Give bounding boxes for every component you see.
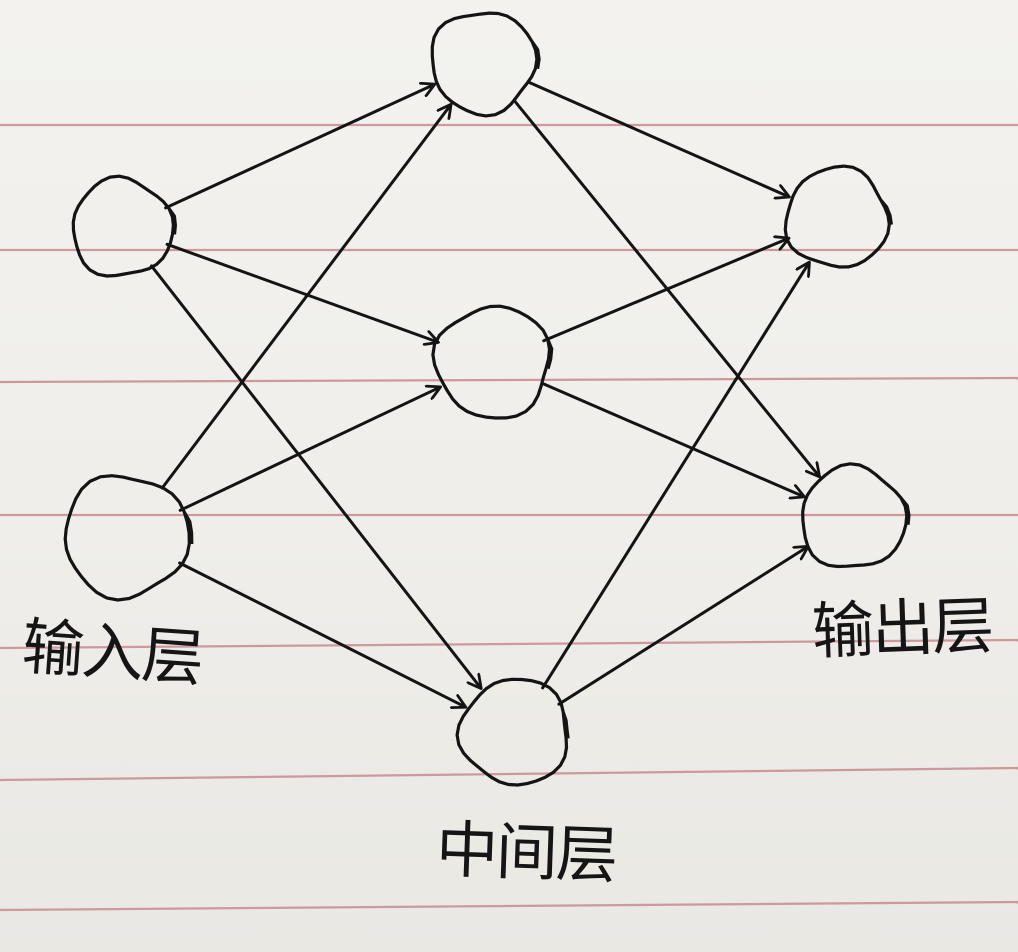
arrow-hidden-2-to-output-2 (542, 382, 804, 497)
arrow-hidden-2-to-output-1 (542, 239, 788, 343)
connection-arrows (150, 80, 820, 707)
node-hidden-2 (431, 304, 554, 420)
arrow-hidden-3-to-output-1 (541, 263, 809, 690)
node-input-2 (63, 474, 194, 602)
node-input-1 (71, 174, 177, 278)
arrow-input-1-to-hidden-2 (165, 242, 437, 342)
ruled-line (0, 638, 1018, 650)
arrow-hidden-1-to-output-1 (527, 80, 789, 196)
ruled-line (0, 766, 1018, 782)
arrow-input-1-to-hidden-3 (150, 264, 481, 688)
arrow-input-2-to-hidden-2 (178, 387, 440, 512)
node-output-2 (801, 462, 911, 569)
output-layer-label: 输出层 (810, 588, 994, 669)
arrow-hidden-3-to-output-2 (557, 547, 808, 706)
ruled-line (0, 376, 1018, 384)
node-hidden-3 (455, 677, 570, 787)
hidden-layer-label: 中间层 (434, 812, 618, 893)
node-output-1 (783, 164, 893, 269)
node-hidden-1 (430, 11, 541, 118)
arrow-input-2-to-hidden-3 (178, 561, 465, 707)
neuron-nodes (63, 11, 911, 787)
ruled-line (0, 900, 1018, 912)
arrow-input-1-to-hidden-1 (164, 85, 434, 210)
arrow-input-2-to-hidden-1 (160, 105, 450, 490)
input-layer-label: 输入层 (19, 609, 205, 696)
